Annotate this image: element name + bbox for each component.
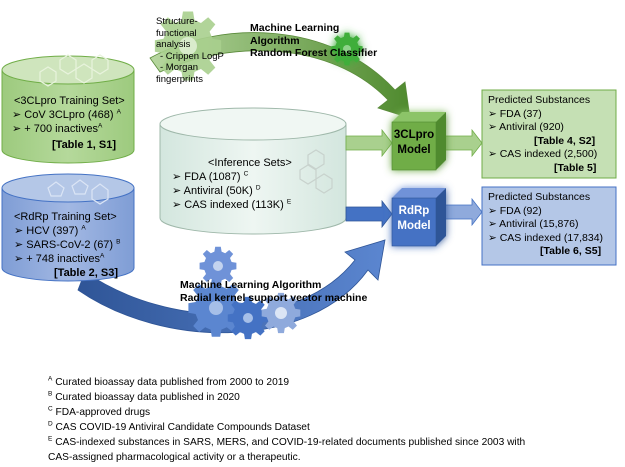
clpro-training-title: <3CLpro Training Set>: [14, 95, 125, 107]
rdrp-training-cylinder: [1, 173, 135, 282]
predicted-clpro-item: ➢ FDA (37): [488, 107, 542, 120]
clpro-model-label: 3CLpro Model: [393, 129, 435, 156]
footnote: C FDA-approved drugs: [48, 405, 151, 418]
predicted-rdrp-title: Predicted Substances: [488, 191, 591, 203]
analysis-text: Structure- functional analysis - Crippen…: [156, 16, 224, 85]
predicted-clpro-item: ➢ Antiviral (920): [488, 121, 564, 133]
clpro-training-ref: [Table 1, S1]: [52, 139, 116, 151]
green-gear-large-hole: [179, 37, 197, 55]
footnote: A Curated bioassay data published from 2…: [48, 375, 290, 388]
predicted-rdrp-ref: [Table 6, S5]: [540, 245, 602, 257]
ml-top-line: Random Forest Classifier: [250, 47, 378, 59]
predicted-clpro-item: ➢ CAS indexed (2,500): [488, 148, 598, 160]
predicted-clpro-ref: [Table 5]: [554, 161, 597, 174]
green-gear-small-hole: [343, 45, 351, 53]
analysis-line: Structure-: [156, 16, 198, 27]
ml-top-line: Algorithm: [250, 34, 300, 47]
clpro-training-item: ➢ + 700 inactivesA: [12, 122, 103, 135]
predicted-clpro-title: Predicted Substances: [488, 94, 591, 106]
footnote: E CAS-indexed substances in SARS, MERS, …: [48, 435, 526, 448]
inference-item: ➢ CAS indexed (113K) E: [172, 198, 292, 211]
rdrp-model-cube: [391, 188, 446, 247]
rdrp-training-item: ➢ + 748 inactivesA: [14, 252, 105, 265]
rdrp-training-title: <RdRp Training Set>: [14, 211, 117, 223]
predicted-clpro-ref: [Table 4, S2]: [534, 134, 596, 147]
inference-title: <Inference Sets>: [208, 157, 292, 169]
rdrp-training-item: ➢ HCV (397) A: [14, 224, 86, 237]
inference-text: <Inference Sets> ➢ FDA (1087) C ➢ Antivi…: [172, 156, 292, 212]
rdrp-training-text: <RdRp Training Set> ➢ HCV (397) A ➢ SARS…: [14, 210, 121, 280]
clpro-training-cylinder: [1, 54, 135, 164]
inference-cylinder: [159, 107, 347, 235]
predicted-rdrp-item: ➢ Antiviral (15,876): [488, 218, 579, 230]
predicted-clpro-text: Predicted Substances ➢ FDA (37) ➢ Antivi…: [488, 94, 597, 175]
predicted-rdrp-item: ➢ FDA (92): [488, 204, 542, 217]
ml-top-label: Machine Learning Algorithm Random Forest…: [250, 22, 377, 60]
analysis-line: analysis: [156, 39, 191, 50]
rdrp-training-ref: [Table 2, S3]: [54, 267, 118, 279]
footnote: B Curated bioassay data published in 202…: [48, 390, 240, 403]
clpro-training-text: <3CLpro Training Set> ➢ CoV 3CLpro (468)…: [12, 94, 125, 152]
ml-bottom-line: Machine Learning Algorithm: [180, 279, 322, 291]
clpro-model-cube: [391, 112, 446, 171]
ml-top-line: Machine Learning: [250, 22, 340, 34]
inference-to-clpro-arrow: [345, 128, 393, 158]
inference-item: ➢ Antiviral (50K) D: [172, 184, 261, 197]
rdrp-model-label: RdRp Model: [397, 205, 431, 232]
analysis-line: - Crippen LogP: [160, 50, 224, 62]
analysis-line: - Morgan: [160, 62, 199, 73]
predicted-rdrp-text: Predicted Substances ➢ FDA (92) ➢ Antivi…: [488, 191, 603, 259]
predicted-rdrp-item: ➢ CAS indexed (17,834): [488, 231, 604, 244]
clpro-training-item: ➢ CoV 3CLpro (468) A: [12, 108, 121, 121]
predicted-clpro-box: [481, 89, 617, 179]
ml-bottom-label: Machine Learning Algorithm Radial kernel…: [180, 279, 367, 305]
inference-to-rdrp-arrow: [345, 199, 393, 229]
footnote: CAS-assigned pharmacological activity or…: [48, 452, 301, 463]
rdrp-training-item: ➢ SARS-CoV-2 (67) B: [14, 238, 121, 251]
predicted-rdrp-box: [481, 186, 617, 266]
analysis-line: functional: [156, 27, 197, 39]
clpro-to-predicted-arrow: [441, 128, 483, 158]
inference-item: ➢ FDA (1087) C: [172, 170, 249, 183]
analysis-line: fingerprints: [156, 73, 203, 85]
ml-bottom-line: Radial kernel support vector machine: [180, 292, 368, 304]
rdrp-to-predicted-arrow: [441, 197, 483, 227]
footnote: D CAS COVID-19 Antiviral Candidate Compo…: [48, 420, 310, 433]
